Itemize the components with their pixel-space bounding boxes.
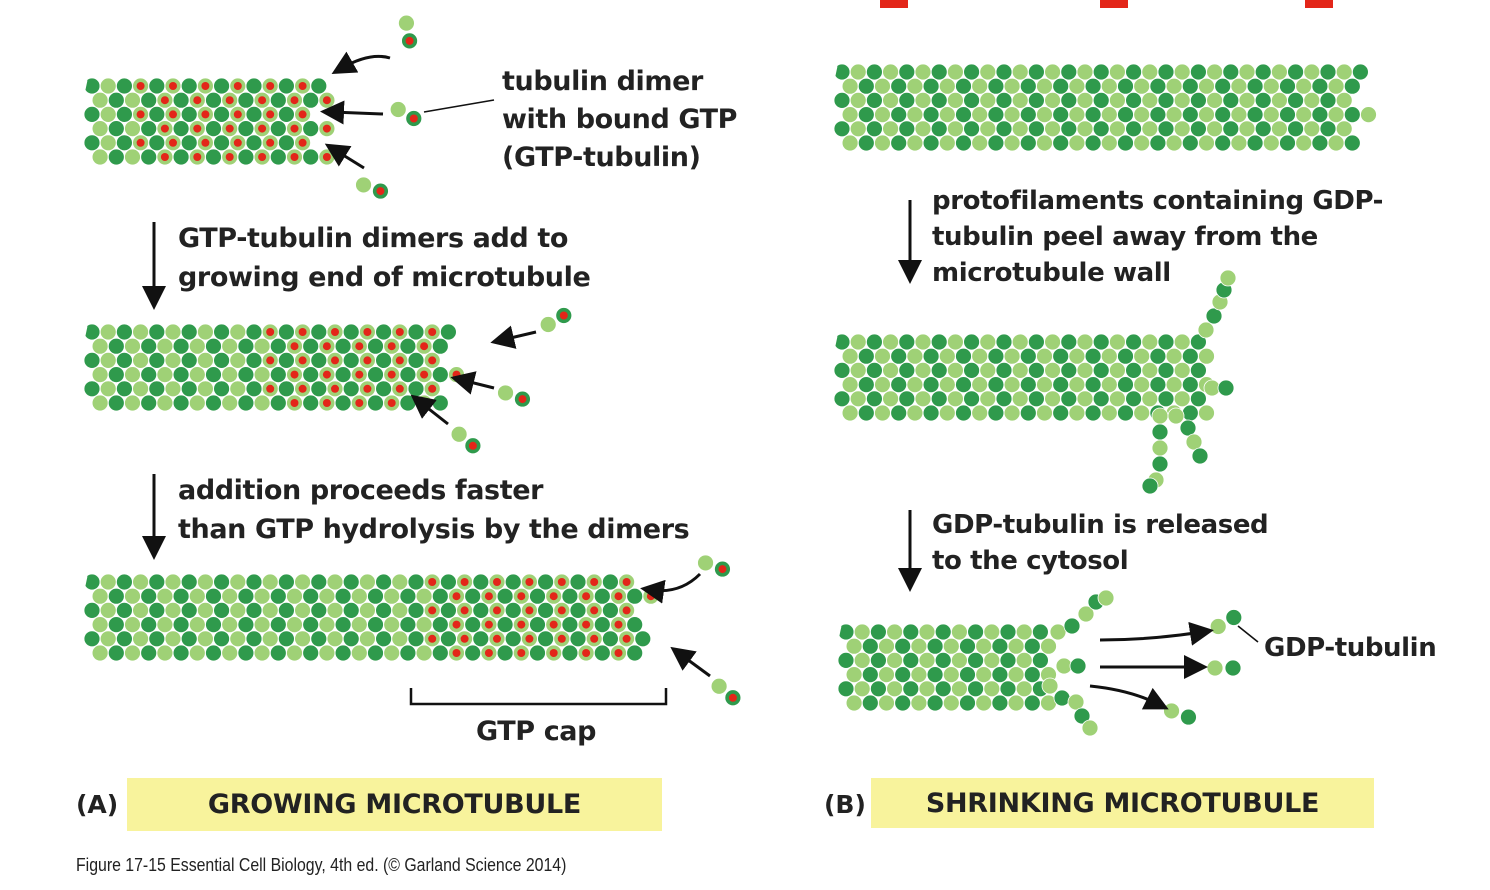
tubulin-dimer [539,307,573,333]
top-red-fragment-3 [1305,0,1333,8]
arrow [1099,621,1214,646]
tubulin-dimer [450,425,482,455]
arrow [450,371,495,395]
microtubule [829,63,1377,152]
figure-caption: Figure 17-15 Essential Cell Biology, 4th… [76,855,567,875]
microtubule [79,573,660,662]
tubulin-dimer [697,554,731,578]
panel-a-letter: (A) [76,790,119,819]
tubulin-dimer [1206,659,1242,677]
arrow [490,325,537,349]
shrinking-banner-text: SHRINKING MICROTUBULE [925,787,1320,819]
tubulin-dimer [497,384,531,408]
top-red-fragment-2 [1100,0,1128,8]
tubulin-dimer [389,101,423,127]
step-b2-line-2: to the cytosol [932,546,1129,576]
arrow [640,572,702,604]
arrow [410,394,449,426]
gtp-cap-bracket [409,688,668,706]
annotation-lines [409,99,1259,706]
microtubules [79,63,1377,737]
top-red-fragment-1 [880,0,908,8]
tubulin-dimer [1209,609,1243,635]
step-b1-line-2: tubulin peel away from the [932,222,1318,252]
shrinking-banner: SHRINKING MICROTUBULE [871,778,1374,828]
arrow [320,100,384,125]
microtubule [79,323,465,412]
tubulin-dimer [398,14,418,50]
step-b1-line-1: protofilaments containing GDP- [932,186,1384,216]
tubulin-dimer [355,176,389,200]
step-b1-line-3: microtubule wall [932,258,1171,288]
microtubule [833,623,1057,712]
dimer-label-line-3: (GTP-tubulin) [502,142,701,173]
step-a2-line-2: than GTP hydrolysis by the dimers [178,514,690,545]
step-a1-line-1: GTP-tubulin dimers add to [178,223,568,254]
arrow [324,143,365,170]
gdp-tubulin-label: GDP-tubulin [1264,633,1437,663]
growing-banner-text: GROWING MICROTUBULE [207,789,582,820]
peeling-protofilaments [1141,269,1237,495]
step-a1-line-2: growing end of microtubule [178,262,591,293]
tubulin-dimer [1163,702,1197,726]
dimer-label-line-1: tubulin dimer [502,66,703,97]
free-dimers [355,14,1243,726]
microtubule [79,77,336,166]
arrow [670,646,711,678]
releasing-ends [1041,589,1115,737]
dimer-label-line-2: with bound GTP [502,104,738,135]
arrows [142,51,1214,710]
arrow [1089,684,1169,710]
step-a2-line-1: addition proceeds faster [178,475,544,506]
panel-b-letter: (B) [824,790,866,819]
microtubule [829,333,1215,422]
tubulin-dimer [710,677,742,707]
arrow [331,51,391,74]
gtp-cap-label: GTP cap [476,716,597,747]
step-b2-line-1: GDP-tubulin is released [932,510,1269,540]
growing-banner: GROWING MICROTUBULE [127,778,662,831]
